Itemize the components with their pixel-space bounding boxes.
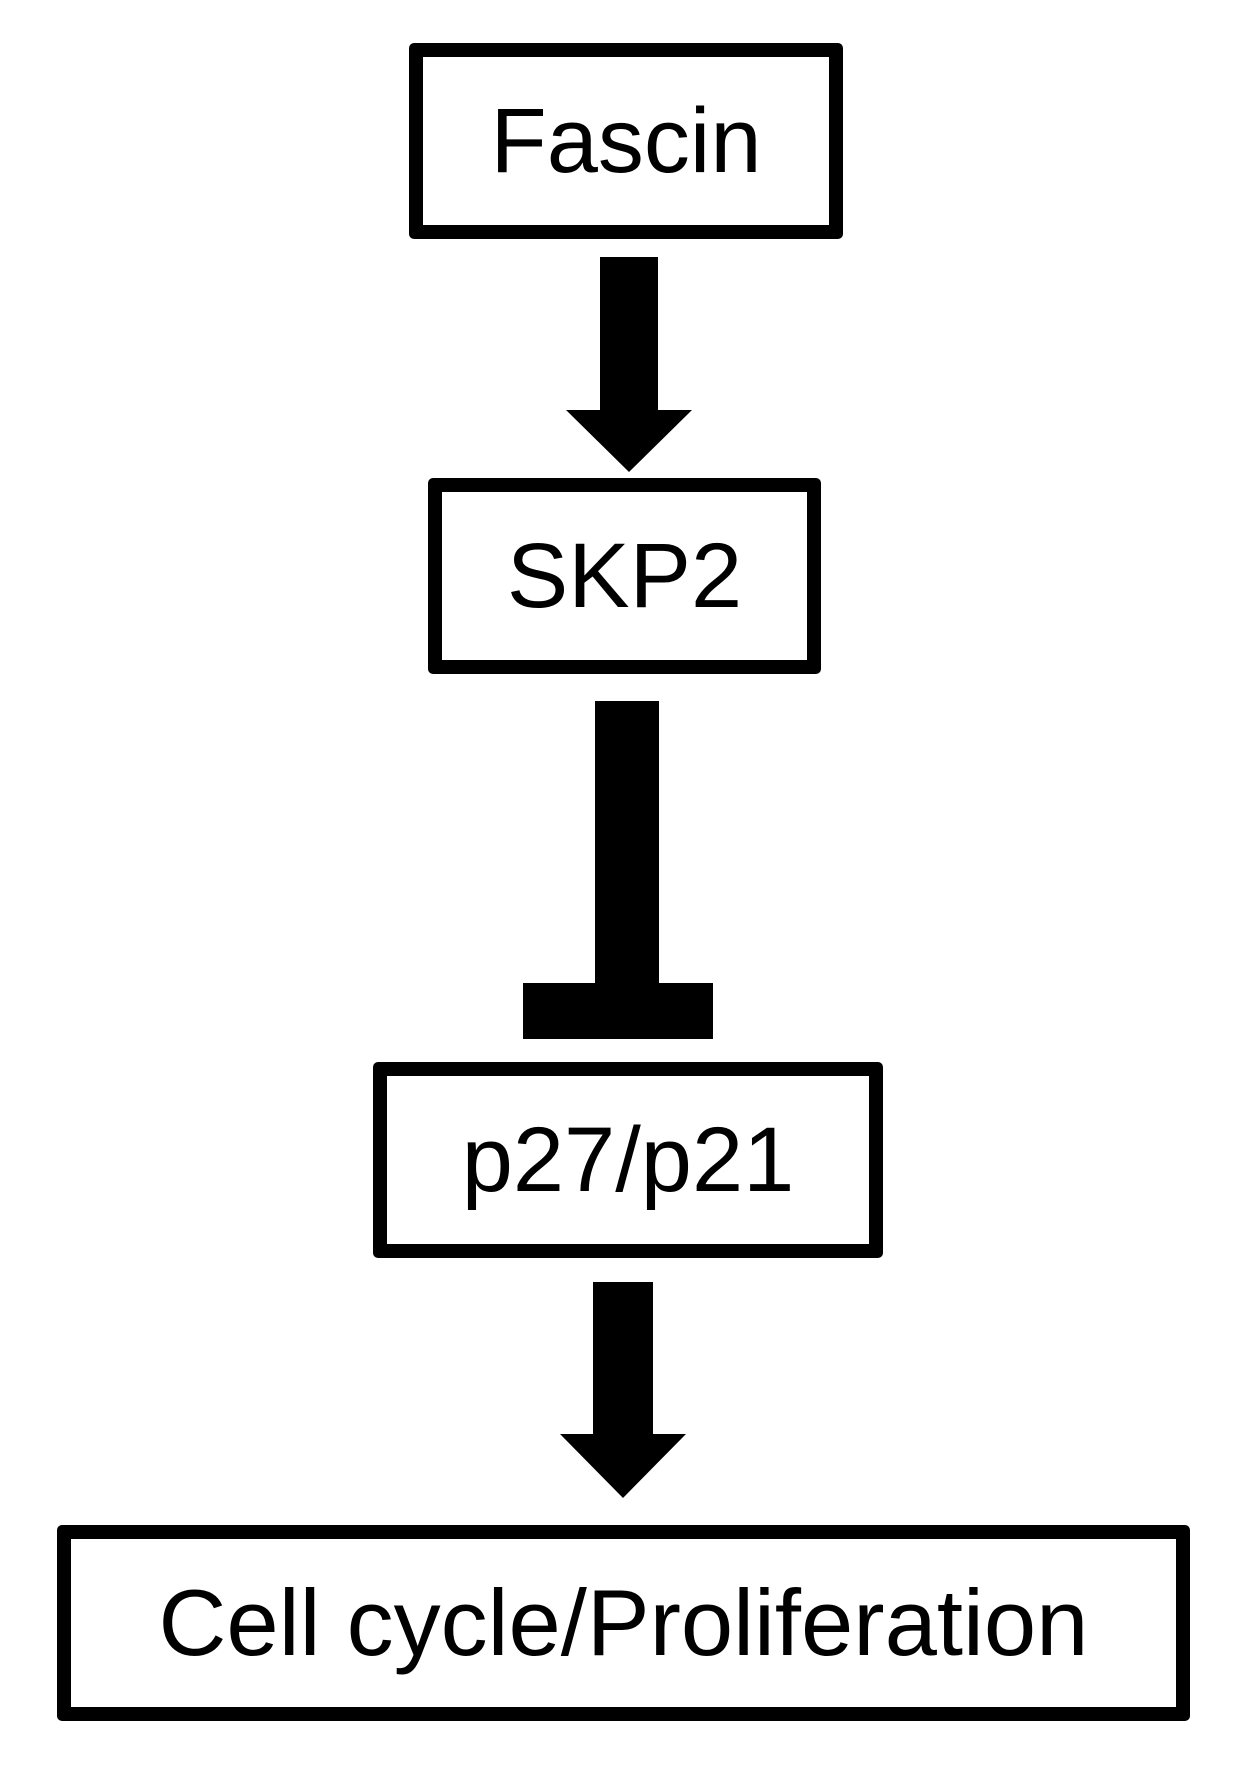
node-skp2-label: SKP2 bbox=[506, 524, 743, 627]
node-skp2: SKP2 bbox=[428, 478, 821, 674]
arrow-p27-to-cellcycle bbox=[560, 1282, 686, 1498]
node-fascin-label: Fascin bbox=[490, 89, 762, 192]
node-fascin: Fascin bbox=[409, 43, 843, 239]
node-p27-p21-label: p27/p21 bbox=[461, 1108, 795, 1211]
inhibition-skp2-to-p27-shaft bbox=[595, 701, 659, 986]
inhibition-skp2-to-p27-bar bbox=[523, 983, 713, 1039]
node-p27-p21: p27/p21 bbox=[373, 1062, 883, 1258]
arrow-fascin-to-skp2 bbox=[566, 257, 692, 472]
node-cell-cycle: Cell cycle/Proliferation bbox=[57, 1525, 1190, 1721]
node-cell-cycle-label: Cell cycle/Proliferation bbox=[158, 1570, 1089, 1675]
